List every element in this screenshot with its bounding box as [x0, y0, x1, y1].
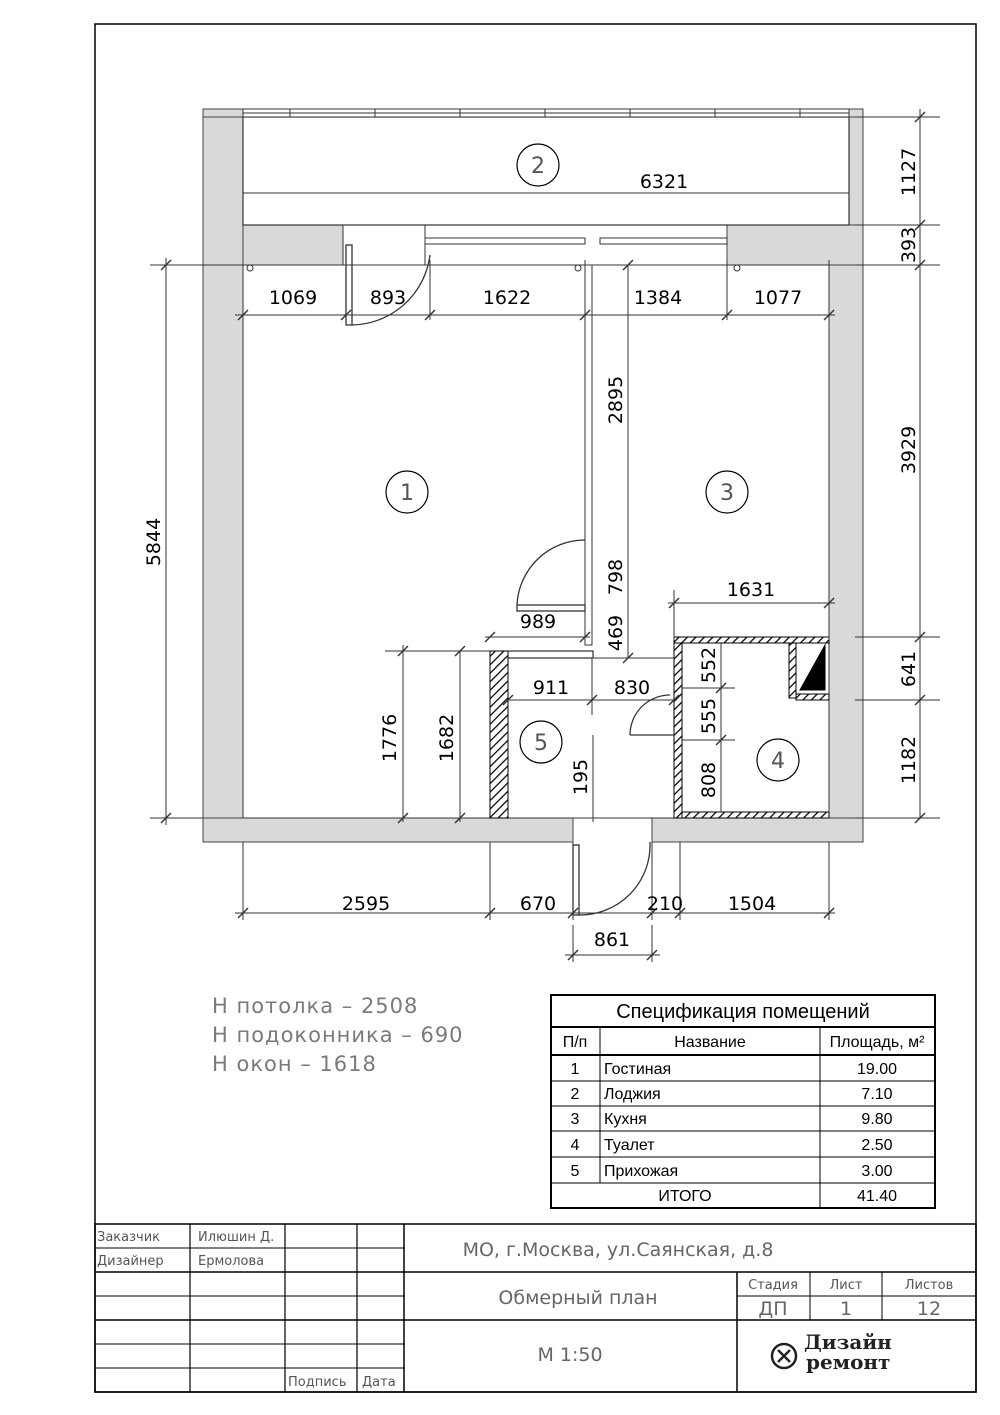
dim-door-width: 989 [520, 611, 556, 633]
spec-row-area: 7.10 [861, 1086, 892, 1103]
spec-row-num: 2 [571, 1086, 580, 1103]
stamp-customer-label: Заказчик [97, 1230, 160, 1245]
spec-table [550, 994, 936, 1209]
note-sill-height: Н подоконника – 690 [212, 1023, 464, 1047]
note-ceiling-height: Н потолка – 2508 [212, 994, 418, 1018]
dim-bottom-4: 1504 [728, 893, 776, 915]
dim-kitchen-lower: 1631 [727, 579, 775, 601]
dim-top-1: 1069 [269, 287, 317, 309]
spec-row-area: 3.00 [861, 1163, 892, 1180]
logo-line-1: Дизайн [804, 1330, 892, 1354]
spec-row-area: 9.80 [861, 1111, 892, 1128]
dim-toilet-2: 555 [698, 698, 720, 734]
spec-total-value: 41.40 [857, 1188, 897, 1205]
stamp-sheets-value: 12 [917, 1298, 941, 1320]
logo-mark-icon [777, 1349, 791, 1363]
dim-partition-lower: 469 [605, 615, 627, 651]
spec-row-num: 4 [571, 1137, 580, 1154]
room-4-number: 4 [771, 749, 785, 774]
stamp-scale: М 1:50 [537, 1344, 602, 1366]
dim-toilet-1: 552 [698, 647, 720, 683]
dim-overall-height: 5844 [143, 518, 165, 566]
dim-loggia-width: 6321 [640, 171, 688, 193]
dimension-lines [150, 109, 940, 962]
dim-toilet-3: 808 [698, 762, 720, 798]
stamp-stage-label: Стадия [748, 1278, 798, 1293]
stamp-drawing-title: Обмерный план [498, 1287, 657, 1309]
dim-partition: 2895 [605, 376, 627, 424]
room-2-number: 2 [531, 154, 545, 179]
room-1-number: 1 [400, 481, 414, 506]
room-5-number: 5 [534, 731, 548, 756]
spec-row-num: 3 [571, 1111, 580, 1128]
spec-total-label: ИТОГО [658, 1188, 711, 1205]
spec-row-name: Туалет [604, 1137, 655, 1154]
dim-top-5: 1077 [754, 287, 802, 309]
logo-line-2: ремонт [806, 1350, 890, 1374]
spec-header-name: Название [674, 1034, 746, 1051]
spec-row-num: 1 [571, 1061, 580, 1078]
dim-hall-1: 911 [533, 677, 569, 699]
dim-left-low-b: 1682 [436, 714, 458, 762]
hatched-walls [489, 636, 830, 819]
spec-rows: 1 Гостиная 19.00 2 Лоджия 7.10 3 Кухня 9… [571, 1061, 898, 1180]
spec-row-name: Прихожая [604, 1163, 678, 1180]
spec-title: Спецификация помещений [616, 1001, 870, 1023]
stamp-designer-label: Дизайнер [97, 1254, 164, 1269]
company-logo: Дизайн ремонт [770, 1330, 892, 1374]
apartment-outline [242, 264, 830, 819]
dim-bottom-3: 210 [647, 893, 683, 915]
dim-bottom-1: 2595 [342, 893, 390, 915]
dim-bottom-2: 670 [520, 893, 556, 915]
stamp-date-label: Дата [362, 1375, 396, 1390]
stamp-sheet-label: Лист [830, 1278, 863, 1293]
partition-wall [584, 264, 593, 646]
dim-hall-small: 195 [570, 759, 592, 795]
spec-row-area: 2.50 [861, 1137, 892, 1154]
room-markers [385, 143, 800, 782]
spec-row-name: Лоджия [604, 1086, 661, 1103]
dim-top-2: 893 [370, 287, 406, 309]
dim-loggia-depth: 1127 [898, 148, 920, 196]
dim-wall-gap: 393 [898, 227, 920, 263]
stamp-address: МО, г.Москва, ул.Саянская, д.8 [463, 1239, 774, 1261]
stamp-designer-value: Ермолова [198, 1254, 264, 1269]
corner-markers [246, 264, 741, 272]
spec-row-name: Гостиная [604, 1061, 671, 1078]
dim-left-low-a: 1776 [379, 714, 401, 762]
dim-entry-door: 861 [594, 929, 630, 951]
spec-row-num: 5 [571, 1163, 580, 1180]
spec-header-num: П/п [563, 1034, 588, 1051]
stamp-sheets-label: Листов [905, 1278, 954, 1293]
spec-header-area: Площадь, м² [830, 1034, 926, 1051]
stamp-customer-value: Илюшин Д. [198, 1230, 274, 1245]
note-window-height: Н окон – 1618 [212, 1052, 377, 1076]
spec-row-name: Кухня [604, 1111, 647, 1128]
stamp-stage-value: ДП [758, 1298, 787, 1320]
title-block [94, 1223, 977, 1393]
room-3-number: 3 [720, 481, 734, 506]
dim-right-upper: 3929 [898, 426, 920, 474]
stamp-signature-label: Подпись [288, 1375, 346, 1390]
inner-windows [342, 225, 728, 265]
dim-door-opening: 798 [605, 559, 627, 595]
dim-right-low: 1182 [898, 736, 920, 784]
dim-hall-2: 830 [614, 677, 650, 699]
spec-row-area: 19.00 [857, 1061, 897, 1078]
dimension-ticks [160, 111, 926, 961]
dim-top-3: 1622 [483, 287, 531, 309]
dim-right-mid: 641 [898, 651, 920, 687]
stamp-sheet-value: 1 [840, 1298, 852, 1320]
dim-top-4: 1384 [634, 287, 682, 309]
